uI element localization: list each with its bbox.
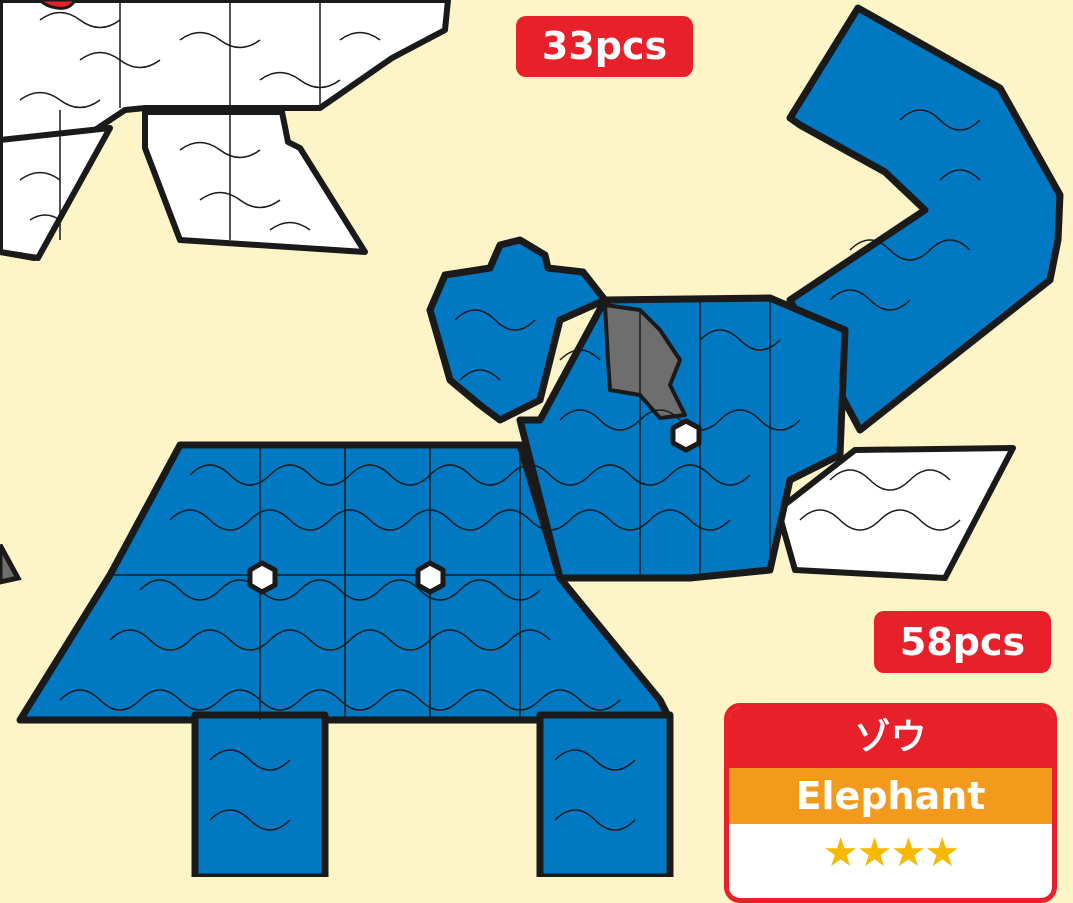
hex-hole-left: [250, 563, 275, 592]
animal-name-japanese: ゾウ: [729, 708, 1052, 768]
gray-corner-piece: [0, 545, 18, 582]
white-figure-leg-left: [0, 128, 110, 258]
hex-hole-head: [673, 421, 699, 450]
white-puzzle-figure: [0, 0, 448, 258]
piece-count-badge-33: 33pcs: [516, 16, 693, 77]
piece-count-badge-58: 58pcs: [874, 611, 1051, 673]
white-figure-leg: [145, 112, 365, 252]
elephant-back-leg: [540, 715, 670, 877]
difficulty-stars: ★★★★: [729, 824, 1052, 884]
animal-name-card: ゾウ Elephant ★★★★: [724, 703, 1057, 903]
hex-hole-center: [418, 563, 443, 592]
animal-name-english: Elephant: [729, 768, 1052, 824]
elephant-front-leg: [195, 715, 325, 877]
